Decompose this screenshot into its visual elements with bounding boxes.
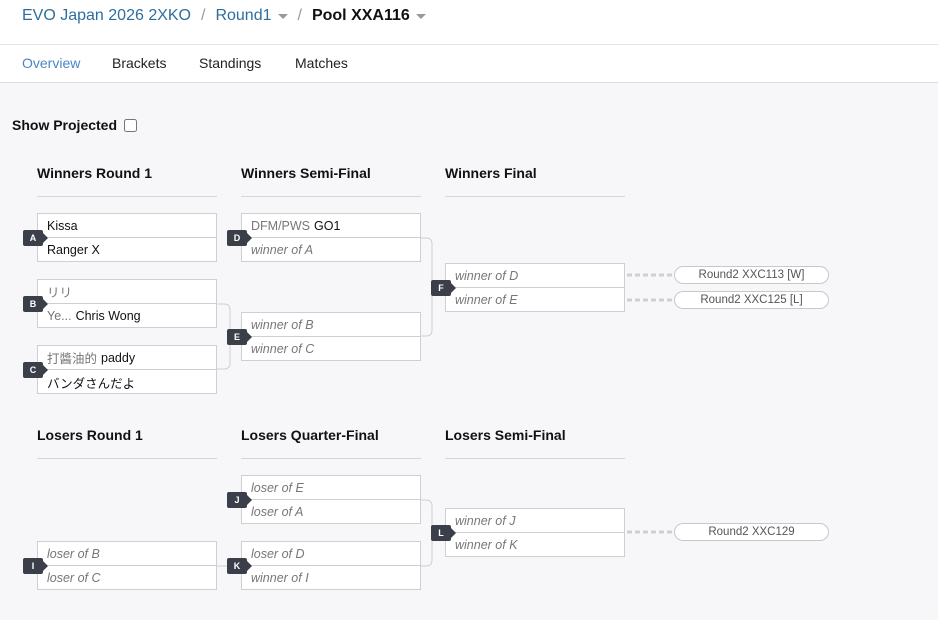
tab-standings[interactable]: Standings [199,55,262,71]
match-id-badge-e: E [227,329,252,345]
match-slot-top[interactable]: winner of J [446,509,624,533]
match-slot-bottom[interactable]: Ranger X [38,238,216,262]
breadcrumb-separator: / [297,7,302,24]
match-slot-bottom[interactable]: Ye...Chris Wong [38,304,216,328]
match-a[interactable]: Kissa Ranger X [37,213,217,262]
breadcrumb-round-link[interactable]: Round1 [215,7,272,24]
breadcrumb-event-link[interactable]: EVO Japan 2026 2XKO [22,7,191,24]
column-title-losers-semi-final: Losers Semi-Final [445,427,566,443]
match-slot-top[interactable]: loser of D [242,542,420,566]
column-divider [445,196,625,197]
player-name: Chris Wong [75,309,141,323]
match-id-badge-i: I [23,558,48,574]
tab-matches[interactable]: Matches [295,55,348,71]
match-b[interactable]: リリ Ye...Chris Wong [37,279,217,328]
match-slot-top[interactable]: Kissa [38,214,216,238]
next-match-losers-from-final[interactable]: Round2 XXC125 [L] [674,291,829,309]
show-projected-checkbox[interactable] [124,118,138,132]
tab-overview[interactable]: Overview [22,55,81,71]
match-f[interactable]: winner of D winner of E [445,263,625,312]
match-slot-bottom[interactable]: winner of C [251,342,315,356]
player-name: GO1 [314,218,341,233]
column-title-winners-semi-final: Winners Semi-Final [241,165,371,181]
match-j[interactable]: loser of E loser of A [241,475,421,524]
next-match-winners[interactable]: Round2 XXC113 [W] [674,266,829,284]
tab-brackets[interactable]: Brackets [112,55,167,71]
match-l[interactable]: winner of J winner of K [445,508,625,557]
breadcrumb-separator: / [201,7,206,24]
next-match-losers[interactable]: Round2 XXC129 [674,523,829,541]
column-divider [37,196,217,197]
player-name: Kissa [47,218,78,233]
column-title-winners-round-1: Winners Round 1 [37,165,152,181]
match-id-badge-j: J [227,492,252,508]
column-divider [241,458,421,459]
player-prefix: 打醬油的 [47,352,98,366]
match-slot-bottom[interactable]: loser of A [251,505,304,519]
column-divider [37,458,217,459]
match-slot-top[interactable]: loser of B [38,542,216,566]
show-projected-toggle[interactable]: Show Projected [12,117,138,133]
round-dropdown-icon[interactable] [277,13,288,19]
match-i[interactable]: loser of B loser of C [37,541,217,590]
page-header: EVO Japan 2026 2XKO / Round1 / Pool XXA1… [0,0,938,45]
match-id-badge-d: D [227,230,252,246]
player-name: バンダさんだよ [47,376,136,391]
breadcrumb-pool: Pool XXA116 [311,7,410,24]
column-divider [241,196,421,197]
match-id-badge-c: C [23,362,48,378]
match-slot-bottom[interactable]: バンダさんだよ [38,370,216,394]
player-name: Ranger X [47,243,100,257]
column-title-losers-quarter-final: Losers Quarter-Final [241,427,379,443]
player-prefix: Ye... [47,309,72,323]
match-slot-bottom[interactable]: winner of K [455,538,518,552]
column-title-winners-final: Winners Final [445,165,537,181]
column-title-losers-round-1: Losers Round 1 [37,427,143,443]
match-slot-bottom[interactable]: winner of A [251,243,314,257]
match-slot-top[interactable]: リリ [38,280,216,304]
match-id-badge-k: K [227,558,252,574]
breadcrumb: EVO Japan 2026 2XKO / Round1 / Pool XXA1… [22,7,426,25]
match-id-badge-a: A [23,230,48,246]
player-prefix: DFM/PWS [251,218,311,233]
show-projected-label: Show Projected [12,117,118,133]
player-name: paddy [101,350,136,365]
player-prefix: リリ [47,286,73,300]
match-slot-bottom[interactable]: winner of I [251,571,309,585]
match-slot-bottom[interactable]: loser of C [47,571,101,585]
match-slot-top[interactable]: winner of D [446,264,624,288]
match-slot-top[interactable]: loser of E [242,476,420,500]
match-id-badge-f: F [431,280,456,296]
match-slot-bottom[interactable]: winner of E [455,293,518,307]
match-k[interactable]: loser of D winner of I [241,541,421,590]
match-e[interactable]: winner of B winner of C [241,312,421,361]
match-id-badge-b: B [23,296,48,312]
column-divider [445,458,625,459]
match-slot-top[interactable]: winner of B [242,313,420,337]
tab-bar: Overview Brackets Standings Matches [0,45,938,83]
match-id-badge-l: L [431,525,456,541]
pool-dropdown-icon[interactable] [415,13,426,19]
